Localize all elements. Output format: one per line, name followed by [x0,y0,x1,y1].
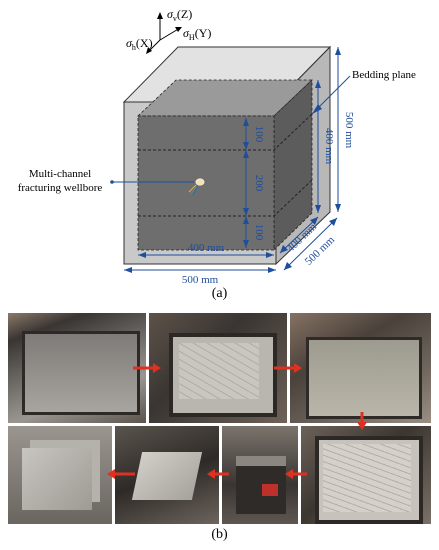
sigma-H-label: σH(Y) [183,26,211,42]
inner-height-label: 400 mm [323,128,335,165]
outer-width-label: 500 mm [182,274,219,286]
outer-height-label: 500 mm [343,112,355,149]
caption-a: (a) [211,286,228,301]
layer-dimension [243,118,249,248]
photo-panel [7,312,432,525]
sigma-v-label: σv(Z) [167,7,192,23]
wellbore-label-line1: Multi-channel [29,168,91,180]
inner-height-dimension [315,80,321,213]
process-arrows [107,363,367,479]
photo-mold-assembly [221,425,299,525]
outer-depth-dimension [283,217,338,271]
outer-width-dimension [124,267,276,273]
inner-depth-dimension [279,216,319,254]
bedding-plane-label: Bedding plane [352,69,416,81]
bedding-plane-lower [138,179,313,217]
photo-grid-top [300,425,432,525]
outer-height-dimension [335,47,341,212]
wellbore-icon [188,177,206,196]
wellbore-label-line2: fracturing wellbore [18,182,103,194]
photo-empty-mold [7,312,147,424]
layer-bottom-label: 100 [253,224,265,241]
photo-cured-specimen [7,425,113,525]
layer-top-label: 100 [253,126,265,143]
specimen-diagram: σv(Z) σh(X) σH(Y) Bedding plane Multi-ch… [18,7,416,286]
photo-mold-with-wires [148,312,288,424]
stress-axes [146,12,182,54]
sigma-h-label: σh(X) [126,36,153,52]
caption-b: (b) [211,527,228,542]
layer-mid-label: 200 [253,175,265,192]
inner-width-dimension [138,252,274,258]
bedding-plane-upper [138,113,313,151]
inner-width-label: 400 mm [188,242,225,254]
